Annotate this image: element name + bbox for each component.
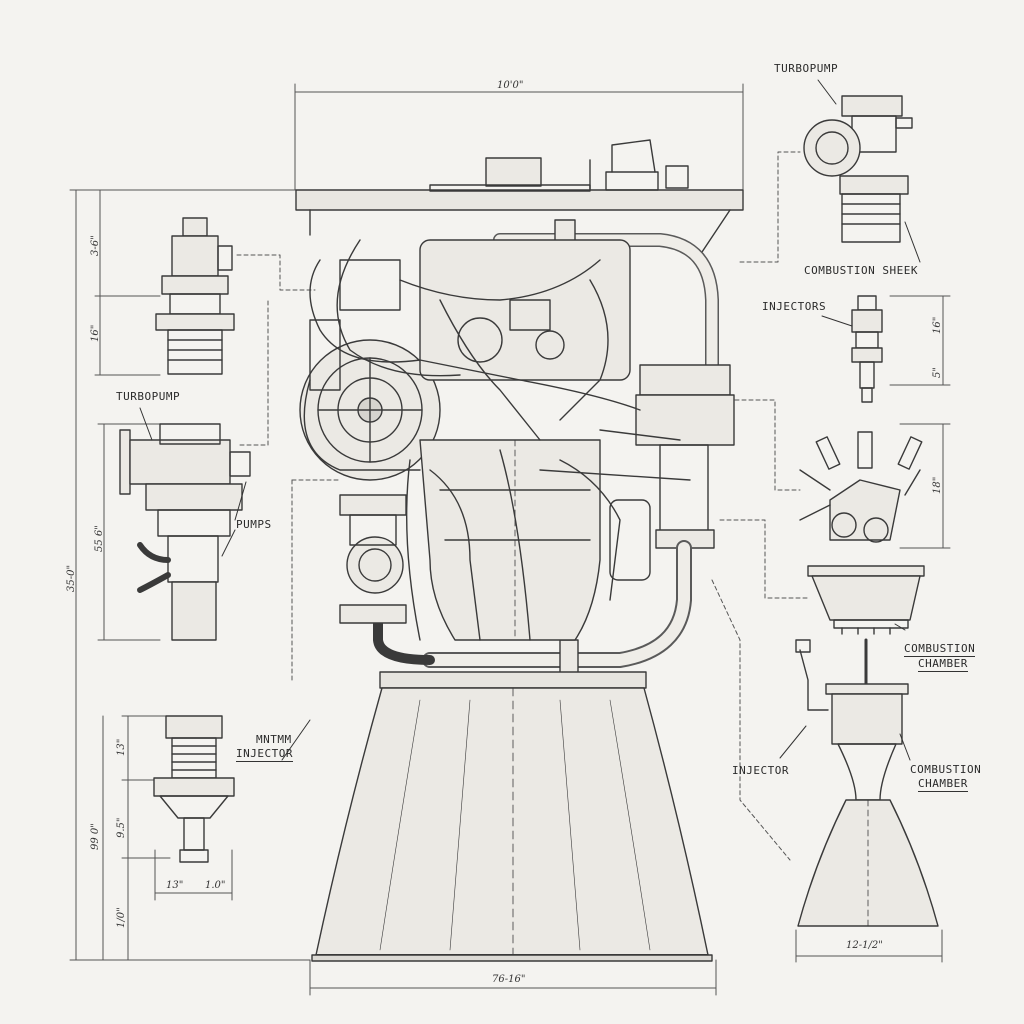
dim-overall-height: 35-0" — [66, 564, 77, 592]
small-engine — [795, 638, 939, 927]
combustion-chamber-label-1a: COMBUSTION — [904, 642, 976, 657]
injector-single — [851, 295, 883, 403]
pumps-label: PUMPS — [236, 518, 272, 531]
injector-detail — [153, 715, 235, 863]
engine-plumbing — [299, 219, 735, 686]
dim-injector-w2: 1.0" — [205, 880, 226, 891]
dim-small-nozzle-width: 12-1/2" — [846, 940, 883, 951]
combustion-sheek-label: COMBUSTION SHEEK — [804, 264, 918, 277]
dim-injector-10: 1/0" — [116, 907, 127, 928]
mntmm-label: MNTMM — [256, 733, 292, 746]
top-plate — [295, 139, 744, 256]
main-nozzle — [311, 671, 713, 962]
combustion-chamber-top — [807, 565, 925, 635]
dim-lower-total: 99 0" — [90, 823, 101, 850]
injectors-label: INJECTORS — [762, 300, 827, 313]
dimension-lines — [69, 83, 951, 996]
dim-injector-13: 13" — [116, 738, 127, 756]
valve-detail — [155, 217, 235, 375]
dim-valve-upper: 3-6" — [90, 235, 101, 256]
injector-label-right: INJECTOR — [732, 764, 789, 777]
turbopump-label-left: TURBOPUMP — [116, 390, 181, 403]
combustion-chamber-label-1b: CHAMBER — [918, 657, 968, 672]
label-arrows — [139, 79, 921, 761]
dim-injector-w1: 13" — [166, 880, 184, 891]
turbopump-right — [803, 95, 913, 243]
dim-top-width: 10'0" — [497, 80, 524, 91]
injector-cluster — [799, 431, 923, 543]
combustion-chamber-label-2a: COMBUSTION — [910, 763, 982, 776]
dim-valve-lower: 16" — [90, 324, 101, 342]
dim-injectors-5: 5" — [932, 367, 943, 378]
combustion-chamber-label-2b: CHAMBER — [918, 777, 968, 792]
turbopump-label-right: TURBOPUMP — [774, 62, 839, 75]
turbopump-detail — [119, 423, 251, 641]
dim-cluster-18: 18" — [932, 476, 943, 494]
leader-lines — [236, 151, 809, 861]
dim-injectors-16: 16" — [932, 316, 943, 334]
dim-injector-95: 9.5" — [116, 817, 127, 838]
dim-turbopump-height: 55 6" — [94, 525, 105, 552]
dim-nozzle-width: 76-16" — [492, 974, 526, 985]
injector-label-left: INJECTOR — [236, 747, 293, 762]
